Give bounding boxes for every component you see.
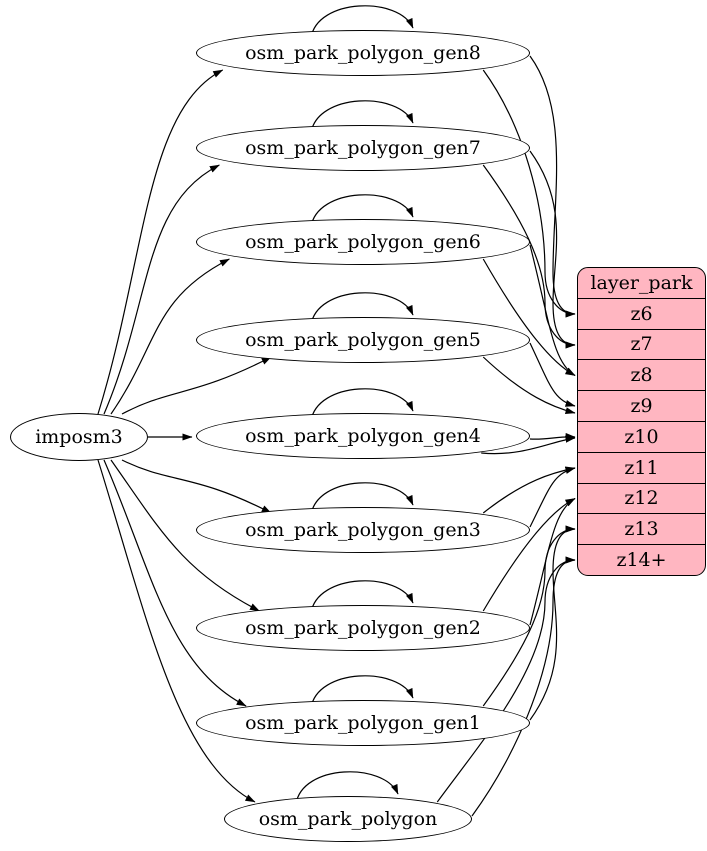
edge bbox=[481, 435, 576, 455]
edge bbox=[482, 69, 576, 318]
node-osm-park-polygon-gen4: osm_park_polygon_gen4 bbox=[196, 413, 530, 459]
zoom-row-z12: z12 bbox=[578, 482, 705, 514]
node-label: osm_park_polygon_gen7 bbox=[245, 137, 481, 159]
edge bbox=[310, 100, 414, 134]
zoom-row-z14plus: z14+ bbox=[578, 544, 705, 575]
edge bbox=[110, 459, 260, 612]
node-label: osm_park_polygon bbox=[258, 808, 438, 830]
layer-park-table: layer_park z6 z7 z8 z9 z10 z11 z12 z13 z… bbox=[577, 267, 706, 576]
edge bbox=[310, 388, 414, 422]
zoom-row-z9: z9 bbox=[578, 390, 705, 421]
edge bbox=[482, 164, 576, 349]
edge bbox=[529, 55, 576, 318]
node-osm-park-polygon-gen7: osm_park_polygon_gen7 bbox=[196, 125, 530, 171]
zoom-row-z13: z13 bbox=[578, 513, 705, 544]
edge bbox=[529, 467, 576, 528]
edge bbox=[97, 459, 256, 803]
node-osm-park-polygon-gen8: osm_park_polygon_gen8 bbox=[196, 30, 530, 76]
edge bbox=[110, 258, 230, 415]
edge bbox=[121, 459, 272, 514]
edge bbox=[482, 525, 576, 707]
node-imposm3: imposm3 bbox=[10, 413, 148, 461]
node-imposm3-label: imposm3 bbox=[35, 426, 123, 448]
edge bbox=[103, 164, 220, 415]
edge bbox=[310, 482, 414, 516]
edge bbox=[529, 150, 576, 349]
node-label: osm_park_polygon_gen8 bbox=[245, 42, 481, 64]
edge bbox=[482, 356, 576, 415]
zoom-row-z8: z8 bbox=[578, 359, 705, 390]
edge bbox=[310, 194, 414, 228]
zoom-row-z6: z6 bbox=[578, 297, 705, 329]
edge bbox=[471, 556, 576, 817]
zoom-row-z10: z10 bbox=[578, 420, 705, 452]
edge bbox=[529, 342, 576, 407]
node-label: osm_park_polygon_gen3 bbox=[245, 519, 481, 541]
edge bbox=[482, 466, 576, 514]
edge bbox=[310, 580, 414, 614]
edge bbox=[310, 675, 414, 709]
node-osm-park-polygon-gen5: osm_park_polygon_gen5 bbox=[196, 317, 530, 363]
node-osm-park-polygon-gen6: osm_park_polygon_gen6 bbox=[196, 219, 530, 265]
node-label: osm_park_polygon_gen6 bbox=[245, 231, 481, 253]
zoom-row-z7: z7 bbox=[578, 328, 705, 360]
node-label: osm_park_polygon_gen2 bbox=[245, 617, 481, 639]
layer-table-header: layer_park bbox=[590, 271, 693, 294]
edge bbox=[482, 258, 576, 377]
node-osm-park-polygon-gen1: osm_park_polygon_gen1 bbox=[196, 700, 530, 746]
zoom-row-z11: z11 bbox=[578, 451, 705, 483]
edge bbox=[436, 556, 576, 803]
edge bbox=[103, 459, 247, 707]
node-label: osm_park_polygon_gen5 bbox=[245, 329, 481, 351]
node-osm-park-polygon-gen3: osm_park_polygon_gen3 bbox=[196, 507, 530, 553]
edge bbox=[310, 292, 414, 326]
edge bbox=[121, 356, 272, 415]
edge bbox=[97, 69, 224, 415]
node-label: osm_park_polygon_gen4 bbox=[245, 425, 481, 447]
edge bbox=[295, 771, 399, 805]
node-label: osm_park_polygon_gen1 bbox=[245, 712, 481, 734]
edge bbox=[482, 497, 576, 612]
node-osm-park-polygon: osm_park_polygon bbox=[224, 796, 472, 842]
node-osm-park-polygon-gen2: osm_park_polygon_gen2 bbox=[196, 605, 530, 651]
edge bbox=[310, 5, 414, 39]
